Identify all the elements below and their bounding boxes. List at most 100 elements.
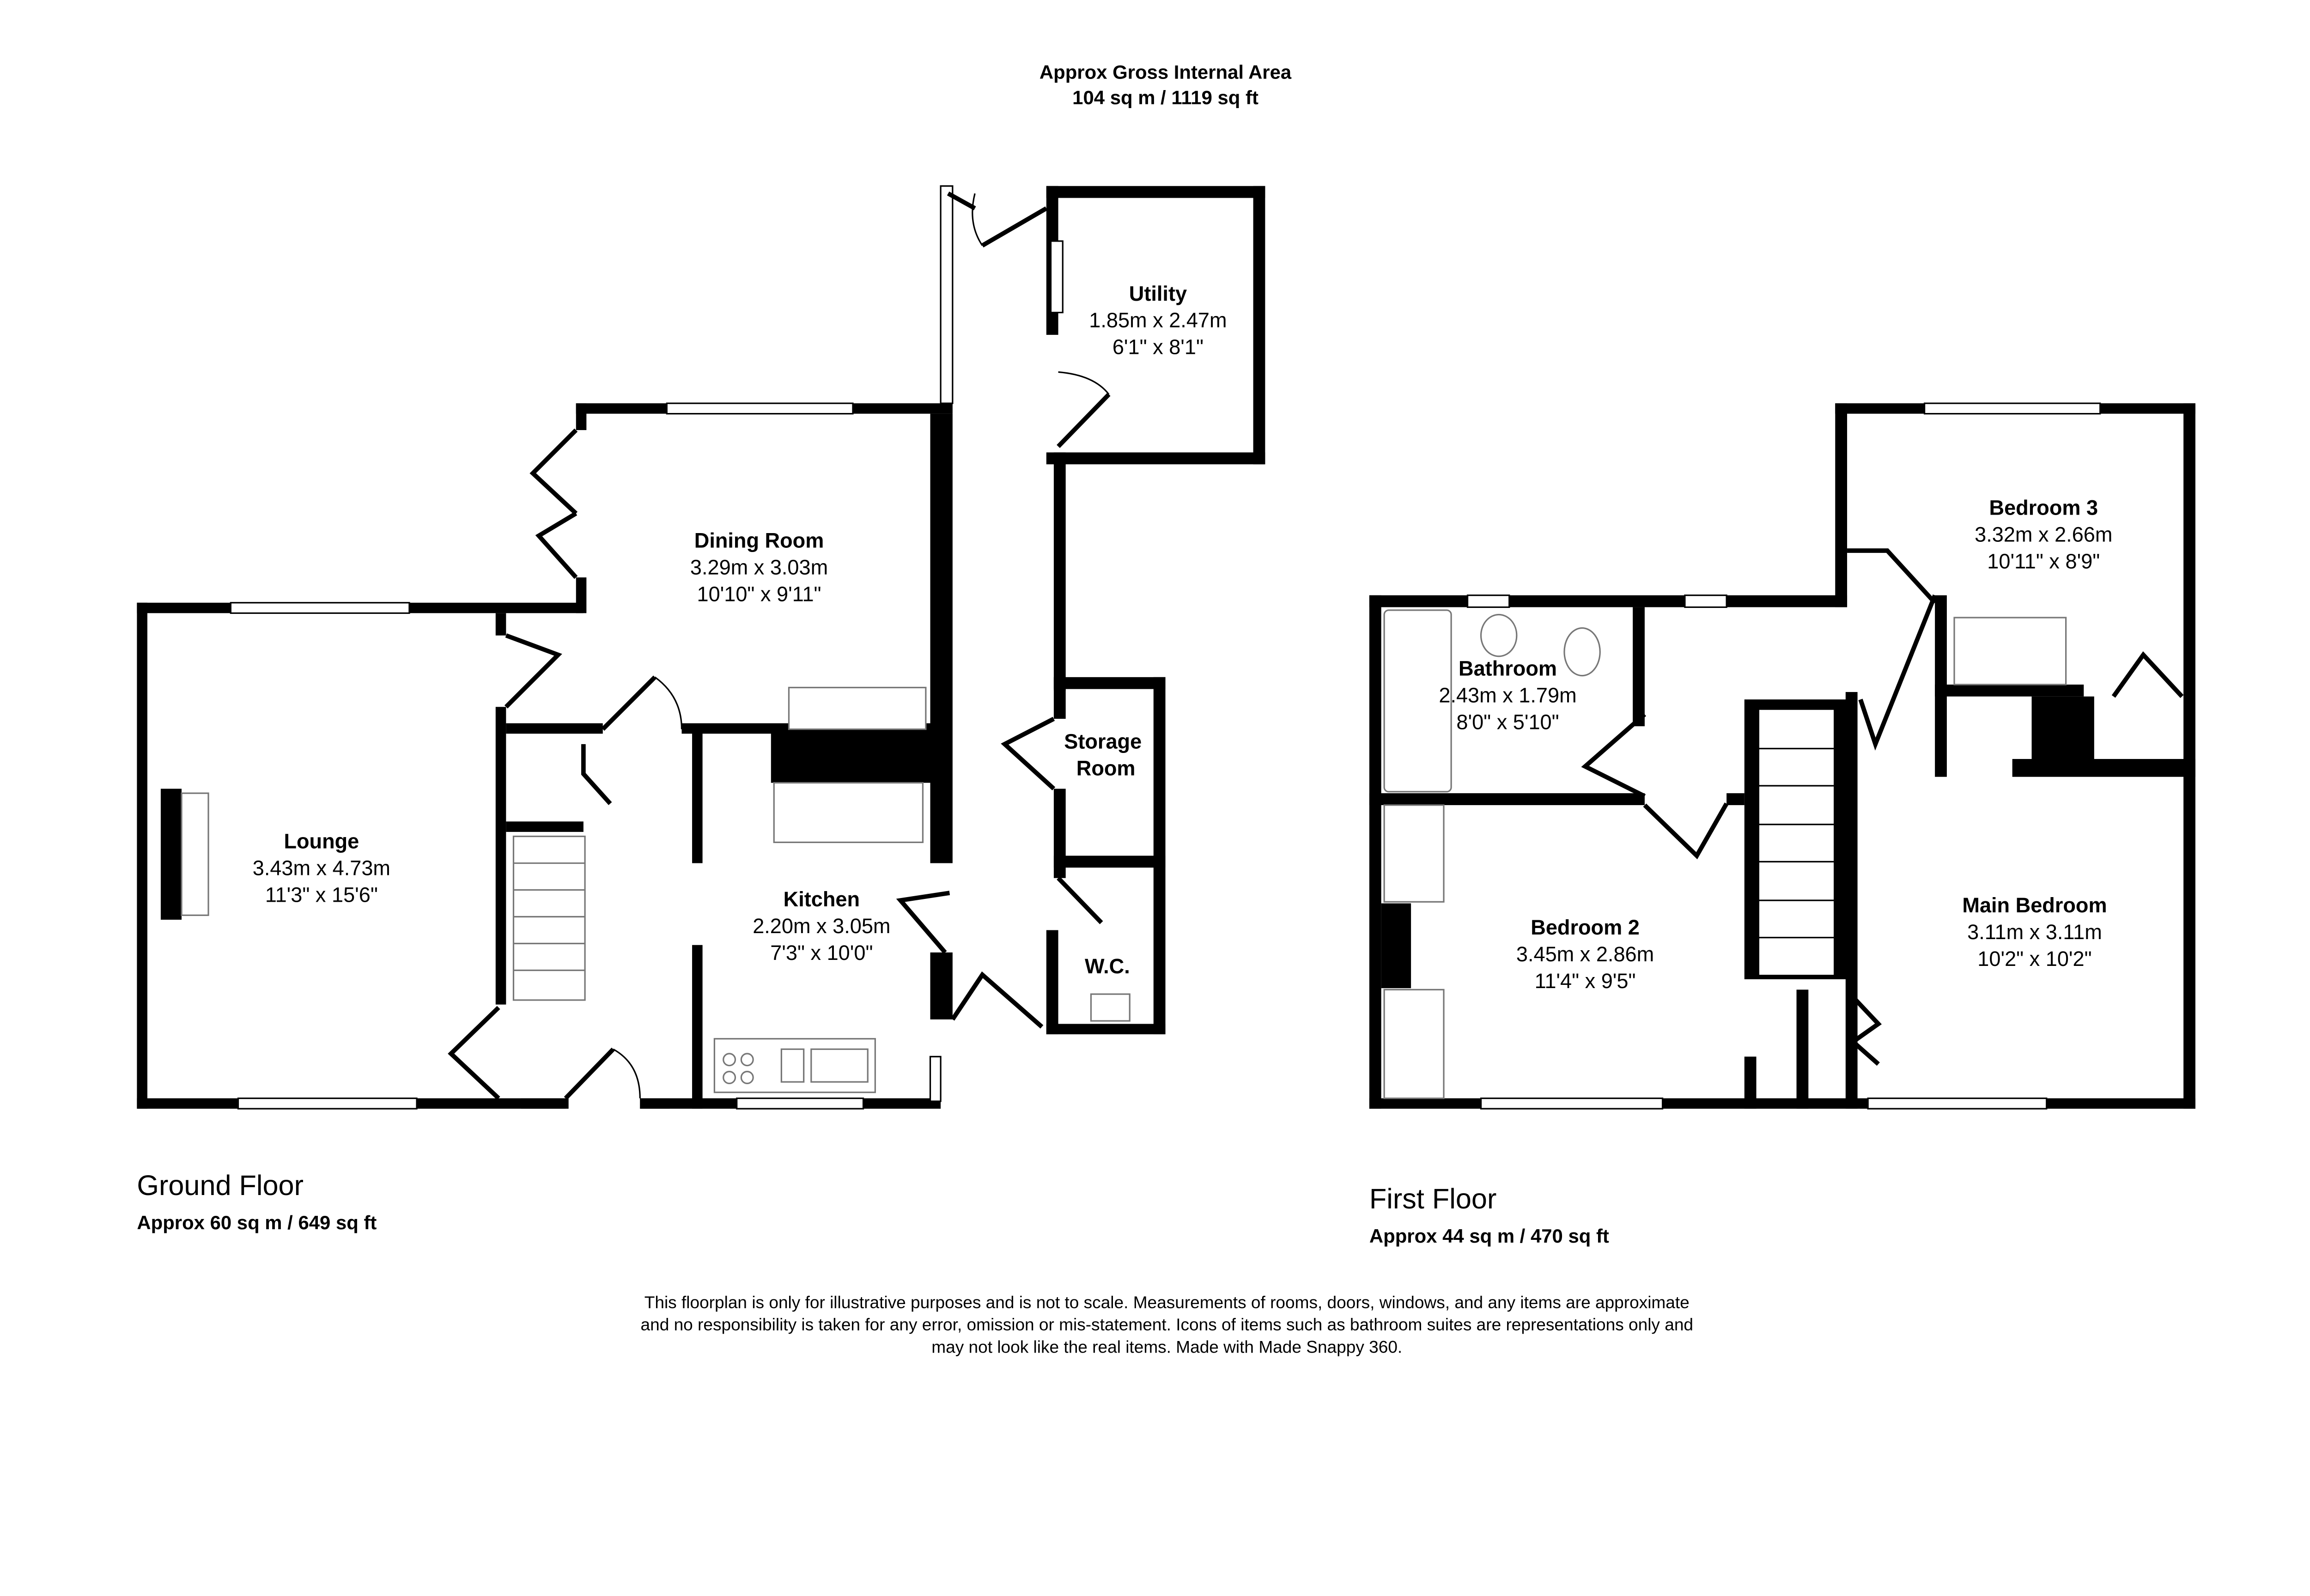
first-floor-plan: Bathroom 2.43m x 1.79m 8'0" x 5'10" Bedr… [1369, 402, 2195, 1110]
wall [576, 577, 587, 613]
cabinet [773, 782, 924, 844]
toilet-icon [1563, 627, 1601, 677]
wall [521, 1098, 566, 1109]
ground-floor-area: Approx 60 sq m / 649 sq ft [137, 1212, 377, 1233]
fireplace [160, 789, 182, 920]
chimney-breast [1381, 903, 1411, 989]
wall [1835, 403, 1848, 607]
room-name-main-bedroom: Main Bedroom [1962, 893, 2107, 917]
wall [1796, 989, 1809, 1109]
wardrobe [1383, 989, 1445, 1099]
room-metric-main-bedroom: 3.11m x 3.11m [1967, 920, 2102, 944]
room-name-kitchen: Kitchen [784, 887, 860, 911]
room-imperial-utility: 6'1" x 8'1" [1112, 335, 1204, 359]
room-metric-lounge: 3.43m x 4.73m [253, 856, 390, 880]
wall [1369, 793, 1645, 805]
room-metric-kitchen: 2.20m x 3.05m [753, 914, 890, 938]
basin-icon [1480, 613, 1518, 657]
room-name-utility: Utility [1129, 282, 1187, 305]
room-imperial-bathroom: 8'0" x 5'10" [1456, 710, 1559, 734]
wall [1053, 856, 1166, 868]
room-name-bathroom: Bathroom [1459, 657, 1557, 680]
wall [1046, 186, 1265, 198]
hearth [181, 792, 209, 916]
window [1923, 402, 2101, 415]
room-name-bedroom-3: Bedroom 3 [1989, 496, 2098, 520]
gross-area-title: Approx Gross Internal Area [1040, 61, 1292, 83]
wall [1046, 1024, 1166, 1035]
room-imperial-lounge: 11'3" x 15'6" [265, 883, 378, 906]
room-metric-bathroom: 2.43m x 1.79m [1439, 684, 1576, 707]
wall [495, 707, 506, 1005]
first-floor-area: Approx 44 sq m / 470 sq ft [1369, 1225, 1609, 1247]
wall [640, 1098, 670, 1109]
window [1480, 1097, 1664, 1110]
window [1684, 595, 1727, 608]
wall [692, 729, 703, 863]
wall [1053, 452, 1066, 691]
wall [506, 723, 603, 734]
gross-area-value: 104 sq m / 1119 sq ft [1072, 87, 1258, 109]
disclaimer-line-1: This floorplan is only for illustrative … [644, 1293, 1690, 1312]
first-floor-label: First Floor [1369, 1183, 1496, 1214]
chimney-breast [771, 729, 935, 783]
fireplace-surround [788, 686, 927, 730]
sink-icon [780, 1048, 869, 1083]
wall [576, 403, 587, 431]
room-name-bedroom-2: Bedroom 2 [1531, 916, 1640, 939]
window [736, 1097, 864, 1110]
wall [2183, 403, 2195, 1109]
wall [930, 952, 953, 1019]
ground-floor-plan: Lounge 3.43m x 4.73m 11'3" x 15'6" Dinin… [137, 185, 1265, 1110]
wall [1046, 452, 1265, 465]
wall [1053, 677, 1066, 719]
doors [448, 191, 1111, 1100]
wall [1935, 684, 2084, 697]
stairs [512, 835, 586, 1001]
wall [137, 602, 147, 1109]
window [666, 402, 854, 415]
wall [1053, 677, 1166, 689]
stairs [1759, 710, 1834, 975]
doors [1581, 548, 2184, 1066]
window [237, 1097, 418, 1110]
room-metric-bedroom-2: 3.45m x 2.86m [1516, 942, 1654, 966]
room-imperial-bedroom-2: 11'4" x 9'5" [1535, 969, 1636, 993]
disclaimer-line-2: and no responsibility is taken for any e… [641, 1315, 1694, 1334]
wall [1369, 595, 1381, 1109]
window [1050, 240, 1064, 314]
wall [506, 821, 584, 832]
shower-tray-icon [1953, 617, 2067, 686]
room-name-storage-2: Room [1076, 756, 1136, 780]
wall [1633, 607, 1645, 727]
wardrobe [1383, 804, 1445, 903]
window [940, 185, 954, 404]
window [230, 602, 410, 614]
window [1466, 595, 1510, 608]
wall [930, 413, 953, 863]
room-name-lounge: Lounge [284, 829, 359, 853]
room-name-storage: Storage [1064, 729, 1142, 753]
room-imperial-bedroom-3: 10'11" x 8'9" [1987, 550, 2100, 573]
floorplan: Approx Gross Internal Area 104 sq m / 11… [137, 61, 2195, 1356]
window [1867, 1097, 2048, 1110]
room-metric-dining: 3.29m x 3.03m [690, 556, 828, 579]
wall [1726, 793, 1745, 805]
wall [1369, 595, 1848, 607]
ground-floor-label: Ground Floor [137, 1170, 304, 1201]
wall [692, 945, 703, 1109]
wall [495, 613, 506, 636]
room-name-wc: W.C. [1085, 954, 1130, 978]
room-imperial-kitchen: 7'3" x 10'0" [770, 941, 873, 965]
bath-icon [1383, 609, 1452, 793]
wall [1253, 186, 1265, 465]
wall [1046, 930, 1058, 1035]
disclaimer-line-3: may not look like the real items. Made w… [931, 1337, 1402, 1356]
chimney-breast [2031, 696, 2094, 764]
room-name-dining: Dining Room [694, 529, 824, 552]
wall [1744, 1056, 1757, 1109]
window [929, 1056, 942, 1102]
room-metric-bedroom-3: 3.32m x 2.66m [1975, 523, 2112, 546]
room-imperial-dining: 10'10" x 9'11" [697, 583, 821, 606]
room-imperial-main-bedroom: 10'2" x 10'2" [1977, 947, 2091, 971]
